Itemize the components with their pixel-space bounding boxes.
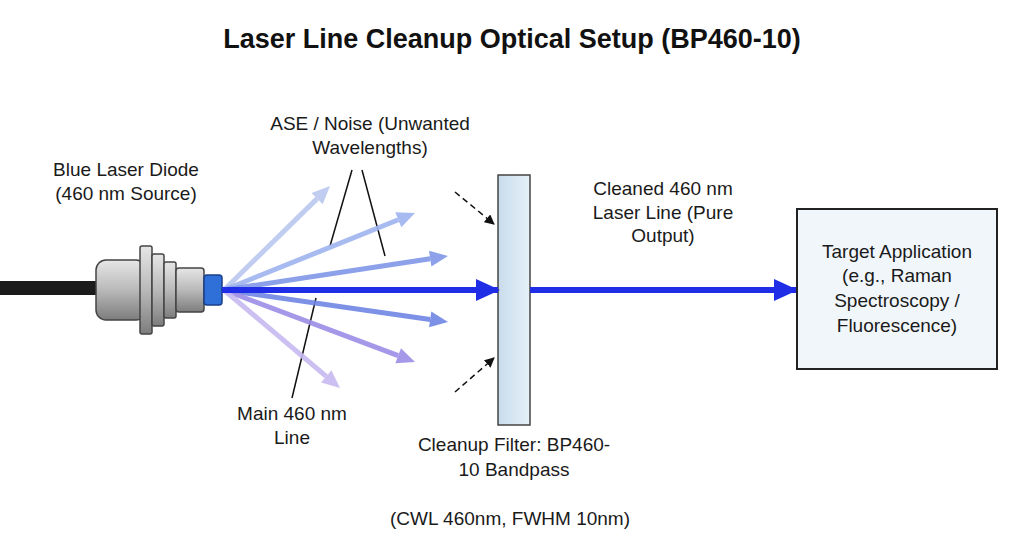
noise-ray-head bbox=[395, 348, 415, 363]
diagram-title: Laser Line Cleanup Optical Setup (BP460-… bbox=[0, 24, 1024, 55]
diode-flange bbox=[140, 246, 152, 334]
leader-line bbox=[330, 170, 352, 246]
noise-ray bbox=[224, 290, 326, 376]
diode-body bbox=[96, 260, 146, 320]
node-label: Cleanup Filter: BP460-10 Bandpass bbox=[414, 433, 614, 482]
cleanup-filter: Cleanup Filter: BP460-10 Bandpass bbox=[498, 175, 530, 425]
diode-flange bbox=[164, 262, 176, 318]
noise-ray-head bbox=[321, 370, 340, 388]
noise-ray-head bbox=[429, 251, 448, 267]
block-indicator bbox=[455, 358, 494, 392]
edge-label: Cleaned 460 nm Laser Line (Pure Output) bbox=[588, 177, 738, 248]
laser-beam bbox=[530, 287, 796, 293]
noise-ray-head bbox=[395, 212, 415, 227]
diode-flange bbox=[152, 254, 164, 326]
noise-ray bbox=[224, 290, 398, 356]
node-label: Blue Laser Diode (460 nm Source) bbox=[36, 158, 216, 207]
diode-nose bbox=[176, 268, 204, 312]
node-label: Target Application (e.g., Raman Spectros… bbox=[808, 240, 986, 339]
noise-label: ASE / Noise (Unwanted Wavelengths) bbox=[258, 112, 482, 160]
target-box: Target Application (e.g., Raman Spectros… bbox=[796, 208, 998, 370]
laser-beam bbox=[222, 287, 498, 293]
diode-window bbox=[204, 275, 222, 305]
laser-diode: Blue Laser Diode (460 nm Source) bbox=[96, 255, 222, 325]
leader-line bbox=[362, 170, 385, 256]
noise-ray-head bbox=[429, 312, 448, 328]
filter-slab bbox=[498, 175, 530, 425]
caption: (CWL 460nm, FWHM 10nm) bbox=[360, 508, 660, 530]
noise-ray bbox=[224, 259, 430, 290]
cable bbox=[0, 281, 100, 295]
block-indicator bbox=[455, 192, 494, 224]
main-line-label: Main 460 nm Line bbox=[232, 402, 352, 450]
noise-ray bbox=[224, 220, 398, 290]
noise-ray-head bbox=[312, 186, 330, 204]
